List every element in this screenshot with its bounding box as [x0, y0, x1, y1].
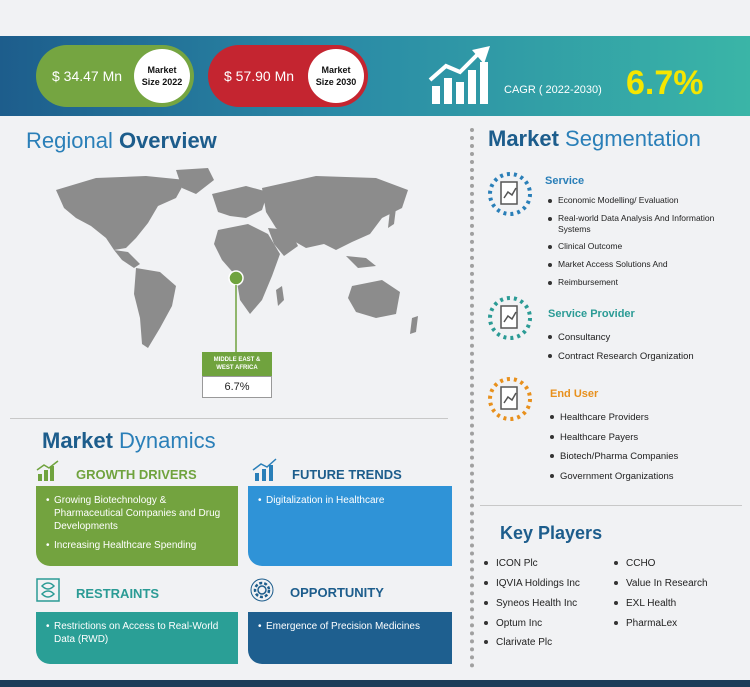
region-callout-value: 6.7%	[202, 376, 272, 398]
section-divider-right	[480, 505, 742, 506]
list-item: •Emergence of Precision Medicines	[258, 621, 420, 632]
list-item-continuation: Systems	[558, 224, 591, 234]
list-item: Clinical Outcome	[548, 241, 622, 252]
list-item: Economic Modelling/ Evaluation	[548, 195, 678, 206]
regional-overview-title: Regional Overview	[26, 128, 217, 153]
segment-heading-end-user: End User	[550, 388, 599, 400]
future-trends-icon	[252, 458, 277, 481]
region-callout-label: MIDDLE EAST &WEST AFRICA	[202, 352, 272, 376]
market-size-2030-value: $ 57.90 Mn	[224, 68, 295, 84]
growth-drivers-box: •Growing Biotechnology & Pharmaceutical …	[36, 486, 238, 566]
service-document-icon	[488, 172, 532, 216]
restraints-heading: RESTRAINTS	[76, 586, 160, 601]
list-item: ICON Plc	[484, 558, 538, 569]
opportunity-gear-icon	[250, 578, 274, 602]
list-item: •Increasing Healthcare Spending	[46, 540, 197, 551]
future-trends-box: •Digitalization in Healthcare	[248, 486, 452, 566]
cagr-value: 6.7%	[626, 64, 704, 102]
segment-heading-service-provider: Service Provider	[548, 308, 635, 320]
list-item: Real-world Data Analysis And Information	[548, 213, 714, 224]
list-item: CCHO	[614, 558, 655, 569]
list-item: Contract Research Organization	[548, 351, 694, 362]
list-item: •Digitalization in Healthcare	[258, 495, 385, 506]
region-callout: MIDDLE EAST &WEST AFRICA 6.7%	[202, 352, 272, 398]
growth-drivers-heading: GROWTH DRIVERS	[76, 467, 197, 482]
market-size-2022-value: $ 34.47 Mn	[52, 68, 123, 84]
restraints-icon	[36, 578, 60, 602]
service-provider-document-icon	[488, 296, 532, 340]
growth-chart-icon	[428, 46, 490, 104]
opportunity-heading: OPPORTUNITY	[290, 585, 384, 600]
segment-heading-service: Service	[545, 175, 585, 187]
section-divider	[10, 418, 448, 419]
footer-bar	[0, 680, 750, 687]
market-dynamics-title: Market Dynamics	[42, 428, 216, 453]
list-item: Biotech/Pharma Companies	[550, 451, 678, 462]
list-item: PharmaLex	[614, 618, 677, 629]
list-item: Market Access Solutions And	[548, 259, 668, 270]
list-item: Consultancy	[548, 332, 610, 343]
list-item: Optum Inc	[484, 618, 542, 629]
future-trends-heading: FUTURE TRENDS	[292, 467, 402, 482]
list-item: •Growing Biotechnology & Pharmaceutical …	[46, 495, 221, 532]
list-item: •Restrictions on Access to Real-World Da…	[46, 621, 219, 645]
world-map	[56, 168, 418, 352]
column-divider	[470, 128, 474, 668]
restraints-box: •Restrictions on Access to Real-World Da…	[36, 612, 238, 664]
list-item: EXL Health	[614, 598, 676, 609]
list-item: Clarivate Plc	[484, 637, 552, 648]
opportunity-box: •Emergence of Precision Medicines	[248, 612, 452, 664]
end-user-document-icon	[488, 377, 532, 421]
list-item: Reimbursement	[548, 277, 618, 288]
list-item: Healthcare Payers	[550, 432, 638, 443]
key-players-title: Key Players	[500, 523, 603, 543]
region-marker	[228, 270, 244, 286]
cagr-label: CAGR ( 2022-2030)	[504, 84, 602, 96]
list-item: Value In Research	[614, 578, 708, 589]
market-segmentation-title: Market Segmentation	[488, 126, 701, 151]
list-item: Syneos Health Inc	[484, 598, 577, 609]
list-item: Healthcare Providers	[550, 412, 649, 423]
list-item: Government Organizations	[550, 471, 674, 482]
growth-drivers-icon	[36, 460, 59, 481]
list-item: IQVIA Holdings Inc	[484, 578, 580, 589]
